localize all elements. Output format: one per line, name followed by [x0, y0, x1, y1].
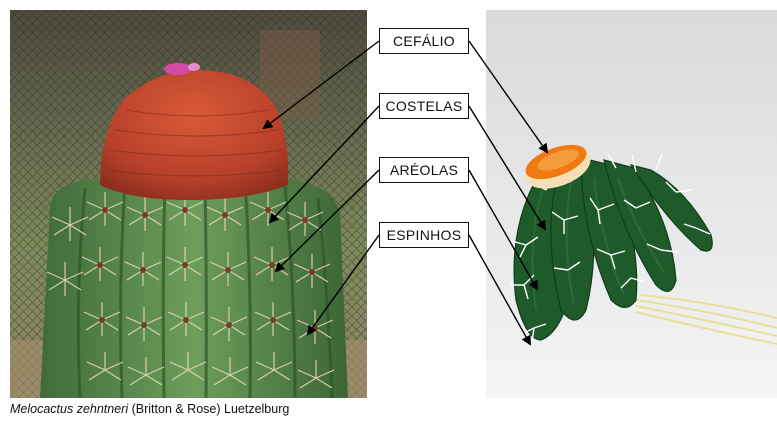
melocactus-photo — [10, 10, 367, 398]
caption-species: Melocactus zehntneri — [10, 402, 128, 416]
cactus-model-photo — [486, 10, 777, 398]
label-espinhos: ESPINHOS — [379, 222, 469, 248]
label-costelas: COSTELAS — [379, 93, 469, 119]
caption-authority: (Britton & Rose) Luetzelburg — [132, 402, 290, 416]
label-areolas: ARÉOLAS — [379, 157, 469, 183]
melocactus-photo-illustration — [10, 10, 367, 398]
cactus-model-illustration — [486, 10, 777, 398]
label-cefalio: CEFÁLIO — [379, 28, 469, 54]
figure-caption: Melocactus zehntneri (Britton & Rose) Lu… — [10, 402, 289, 416]
